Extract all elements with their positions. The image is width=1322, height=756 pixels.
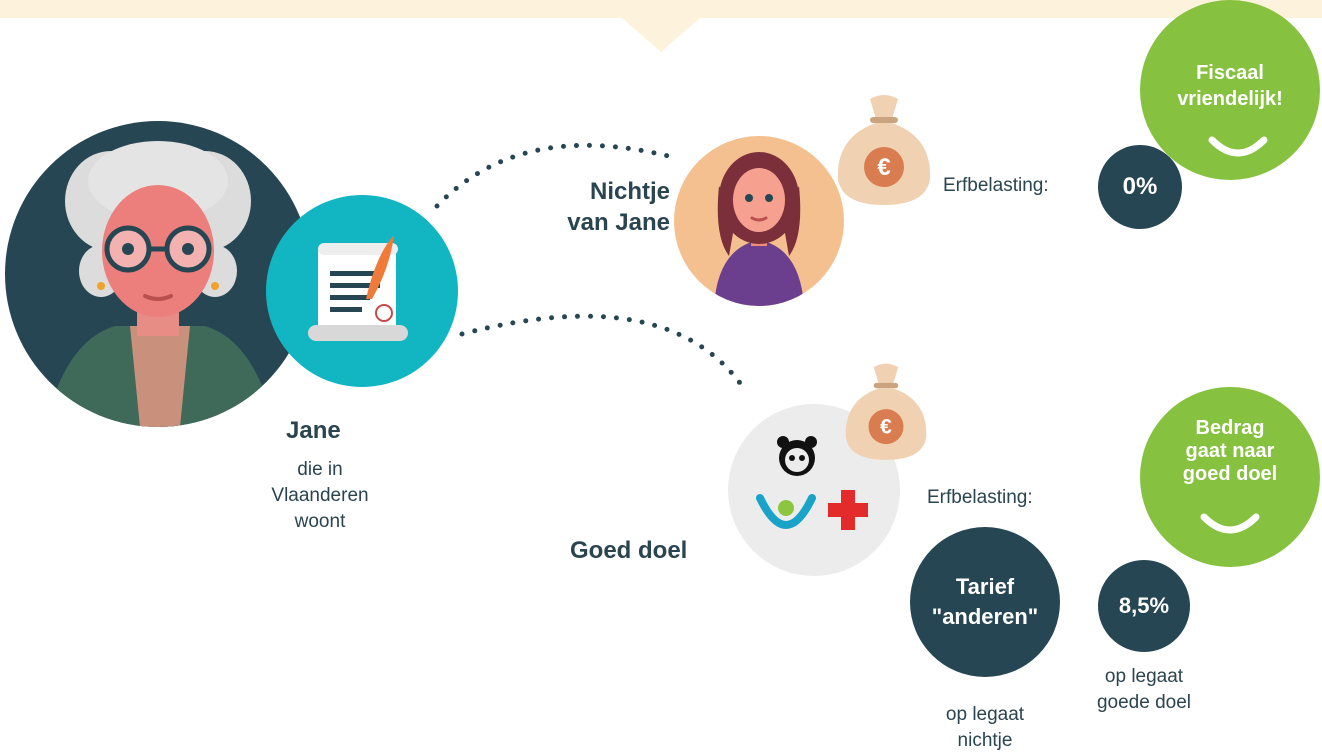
niece-tax-rate-badge: 0% [1098, 145, 1182, 229]
jane-description: die in Vlaanderen woont [250, 457, 390, 535]
smile-icon [1200, 513, 1260, 534]
niece-portrait [674, 136, 844, 306]
jane-portrait [5, 121, 311, 427]
panda-logo-icon [777, 436, 817, 476]
niece-label-line: van Jane [567, 209, 670, 236]
rate-sub-line: op legaat [1104, 666, 1184, 687]
smile-icon [1208, 136, 1268, 157]
charity-tax-label: Erfbelasting: [927, 487, 1033, 508]
money-bag-euro-icon: € [845, 363, 927, 460]
tarief-line: "anderen" [931, 604, 1039, 629]
charity-green-line: Bedrag [1195, 417, 1265, 439]
niece-label: Nichtje van Jane [562, 176, 670, 238]
svg-text:€: € [880, 416, 892, 439]
jane-desc-line: Vlaanderen [271, 485, 369, 506]
charity-logos-circle [728, 404, 900, 576]
charity-label: Goed doel [570, 537, 688, 564]
tarief-line: Tarief [955, 574, 1015, 599]
rate-sub-line: goede doel [1096, 692, 1192, 713]
fiscal-line: vriendelijk! [1177, 88, 1283, 110]
charity-green-line: goed doel [1182, 463, 1278, 485]
tarief-sub-line: nichtje [957, 730, 1013, 751]
tarief-anderen-badge: Tarief "anderen" [910, 527, 1060, 677]
connector-to-charity [459, 313, 748, 393]
niece-tax-label: Erfbelasting: [943, 175, 1049, 196]
fiscal-line: Fiscaal [1196, 62, 1264, 84]
goes-to-charity-badge: Bedrag gaat naar goed doel [1140, 387, 1320, 567]
top-banner [0, 0, 1322, 52]
jane-desc-line: woont [294, 511, 346, 532]
scroll-quill-icon [308, 235, 408, 341]
charity-green-line: gaat naar [1185, 440, 1275, 462]
tarief-subtext: op legaat nichtje [915, 702, 1055, 754]
jane-name: Jane [286, 417, 341, 444]
jane-desc-line: die in [297, 459, 343, 480]
will-icon-circle [266, 195, 458, 387]
niece-label-line: Nichtje [589, 178, 670, 205]
rate-subtext: op legaat goede doel [1074, 664, 1214, 716]
charity-logo-icon [756, 494, 816, 529]
fiscal-friendly-badge: Fiscaal vriendelijk! [1140, 0, 1320, 180]
svg-text:€: € [877, 154, 890, 181]
rate-badge: 8,5% [1098, 560, 1190, 652]
tarief-sub-line: op legaat [945, 704, 1025, 725]
money-bag-euro-icon: € [837, 95, 931, 205]
connector-to-niece [434, 142, 671, 209]
red-cross-icon [828, 490, 868, 530]
